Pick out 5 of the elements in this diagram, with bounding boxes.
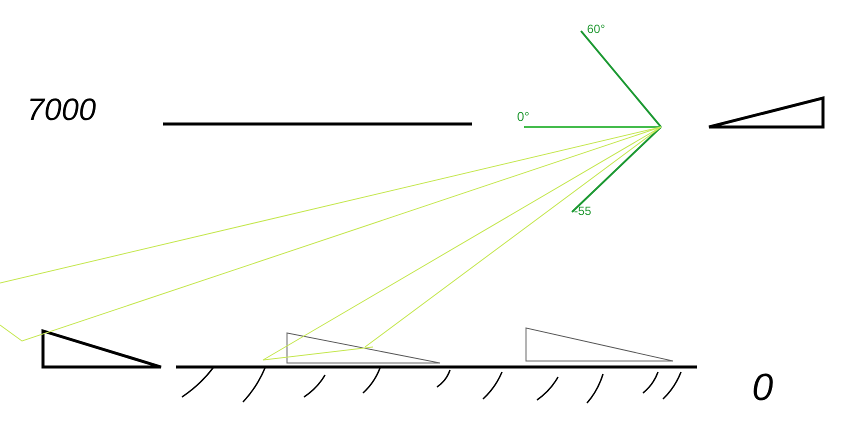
- angle-label: 0°: [517, 110, 530, 123]
- number-label: 0: [752, 369, 774, 407]
- angle-label: -55: [574, 205, 592, 217]
- number-label: 7000: [27, 94, 96, 125]
- angle-label: 60°: [587, 23, 606, 35]
